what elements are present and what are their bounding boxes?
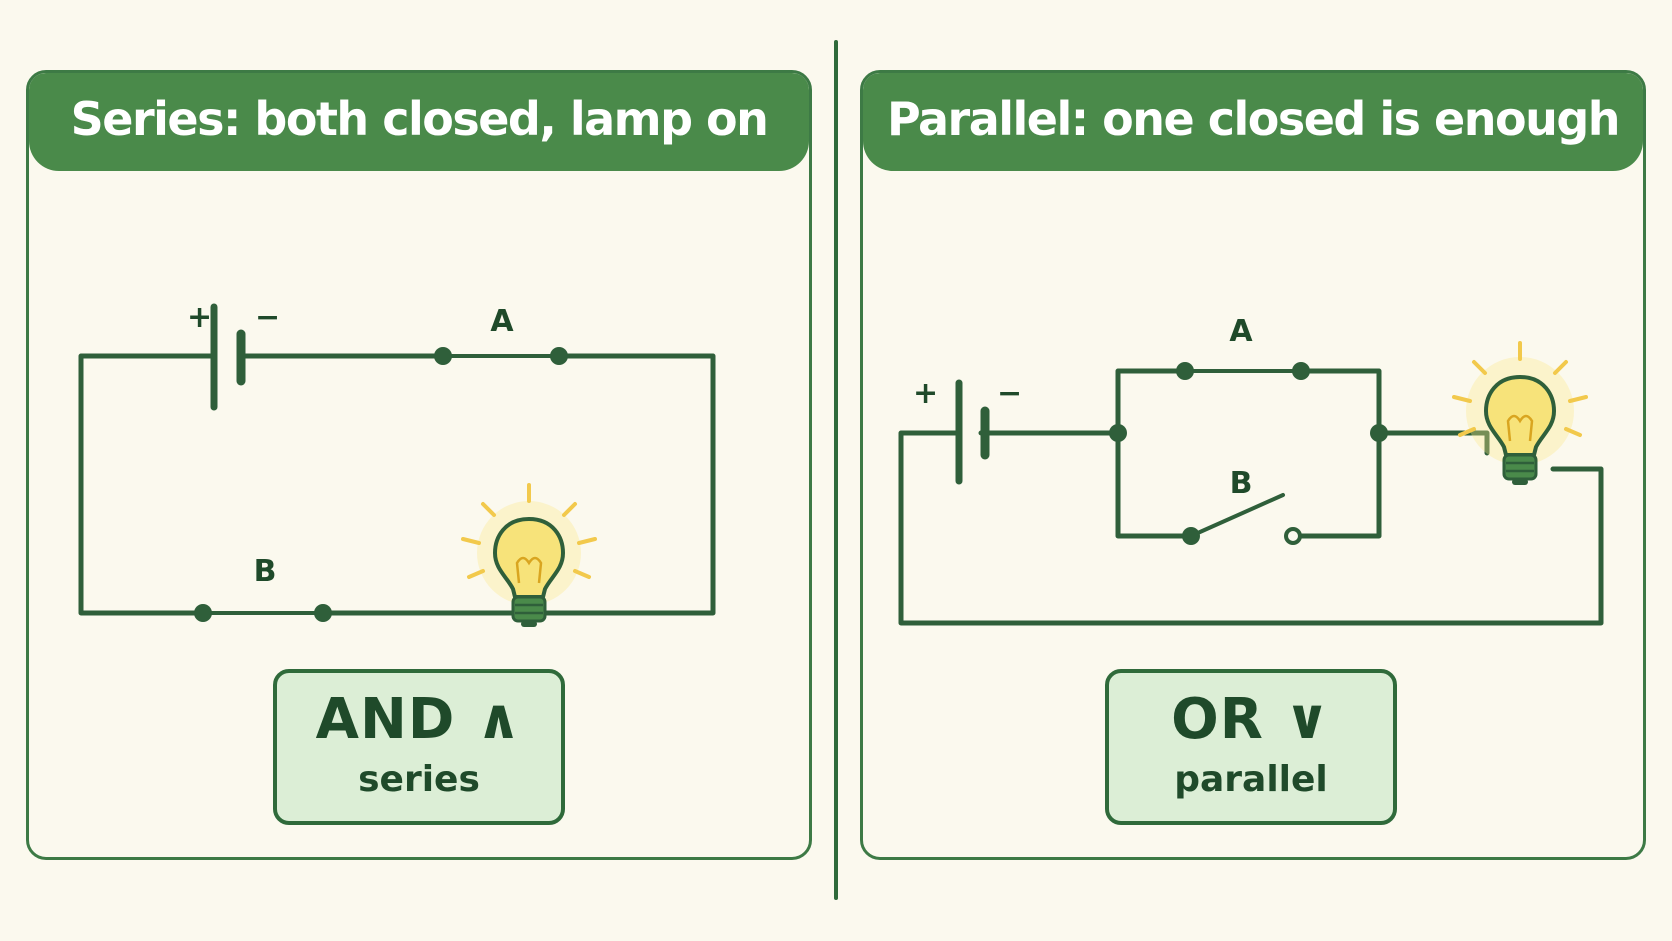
switch-a-label: A bbox=[490, 304, 514, 339]
or-gate-title: OR ∨ bbox=[1171, 687, 1331, 753]
parallel-wire-loop bbox=[898, 430, 1604, 626]
series-panel: Series: both closed, lamp on + − A B bbox=[26, 70, 812, 860]
series-wire-loop bbox=[78, 353, 716, 616]
switch-a-label: A bbox=[1229, 314, 1253, 349]
lightbulb-on-icon bbox=[461, 483, 597, 627]
switch-b-closed[interactable] bbox=[194, 604, 332, 622]
battery-minus-label: − bbox=[997, 376, 1022, 411]
battery-plus-label: + bbox=[187, 300, 212, 335]
battery-icon bbox=[210, 303, 246, 411]
parallel-panel: Parallel: one closed is enough + − A B bbox=[860, 70, 1646, 860]
and-gate-title: AND ∧ bbox=[315, 687, 523, 753]
battery-plus-label: + bbox=[913, 376, 938, 411]
parallel-panel-title: Parallel: one closed is enough bbox=[863, 73, 1643, 171]
parallel-branch-b bbox=[1115, 430, 1382, 539]
or-gate-subtitle: parallel bbox=[1174, 759, 1328, 801]
series-circuit: + − A B bbox=[78, 300, 716, 627]
switch-a-closed[interactable] bbox=[434, 347, 568, 365]
switch-b-label: B bbox=[1230, 466, 1253, 501]
battery-icon bbox=[955, 379, 990, 485]
or-gate-label-box: OR ∨ parallel bbox=[1105, 669, 1397, 825]
panel-divider bbox=[834, 40, 838, 900]
lightbulb-on-icon bbox=[1452, 341, 1588, 485]
parallel-branch-a bbox=[1115, 368, 1382, 436]
switch-b-label: B bbox=[254, 554, 277, 589]
and-gate-subtitle: series bbox=[358, 759, 480, 801]
switch-b-open[interactable] bbox=[1182, 493, 1302, 545]
and-gate-label-box: AND ∧ series bbox=[273, 669, 565, 825]
battery-minus-label: − bbox=[255, 300, 280, 335]
switch-a-closed[interactable] bbox=[1176, 362, 1310, 380]
parallel-circuit: + − A B bbox=[898, 314, 1604, 626]
series-panel-title: Series: both closed, lamp on bbox=[29, 73, 809, 171]
